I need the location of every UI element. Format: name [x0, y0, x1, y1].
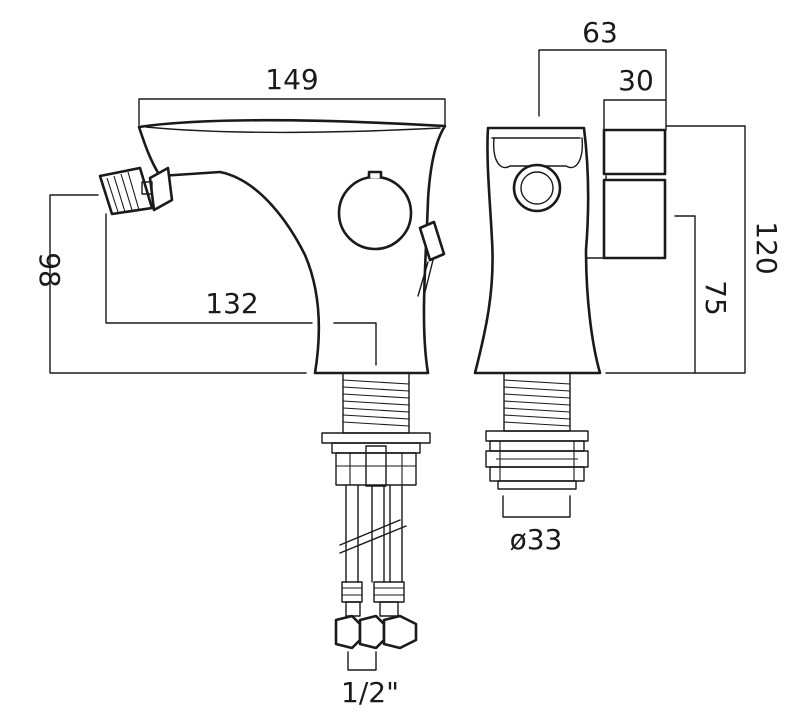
side-view: 149 98 132 1/2" — [33, 63, 447, 709]
dim-side-reach-label: 132 — [205, 287, 258, 320]
dim-front-spout-height-label: 75 — [699, 280, 732, 316]
front-view: 63 30 120 75 ø33 — [473, 16, 783, 556]
dim-front-spout-height: 75 — [674, 215, 732, 374]
front-lever — [602, 99, 667, 260]
dim-front-height-label: 120 — [750, 221, 783, 274]
side-tap-body — [137, 118, 447, 375]
side-popup-lever — [417, 220, 446, 297]
dim-connector: 1/2" — [341, 651, 399, 709]
front-tap-body — [473, 126, 602, 375]
dim-front-handle-label: 30 — [618, 64, 654, 97]
dim-side-reach: 132 — [105, 213, 377, 366]
dim-side-width: 149 — [138, 63, 446, 126]
dim-front-depth: 63 — [538, 16, 667, 131]
dim-connector-label: 1/2" — [341, 676, 399, 709]
dim-side-height: 98 — [33, 194, 307, 374]
front-threaded-shank — [485, 372, 589, 490]
side-control-knob — [337, 170, 413, 251]
front-spray-nozzle — [512, 163, 562, 213]
dim-side-height-label: 98 — [33, 252, 66, 288]
dim-base-diameter: ø33 — [502, 495, 571, 556]
dim-front-depth-label: 63 — [582, 16, 618, 49]
dim-front-height: 120 — [605, 125, 783, 374]
dim-front-handle: 30 — [603, 64, 667, 101]
side-supply-pipes — [334, 485, 418, 650]
dim-base-diameter-label: ø33 — [510, 523, 563, 556]
side-threaded-shank — [321, 372, 431, 487]
dim-side-width-label: 149 — [265, 63, 318, 96]
side-spray-nozzle — [98, 166, 174, 216]
